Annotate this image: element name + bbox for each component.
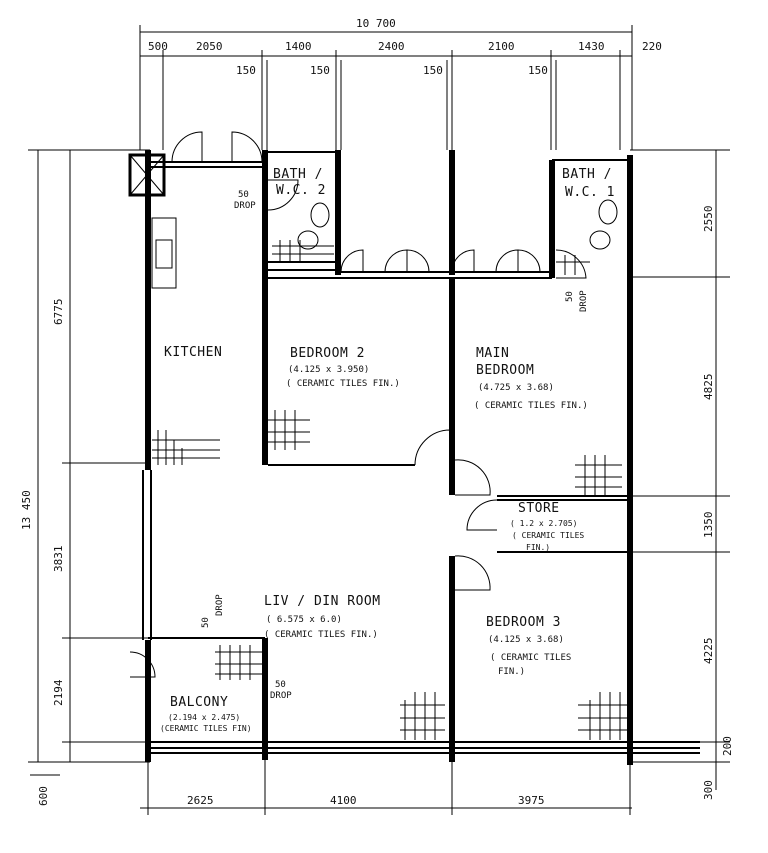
dim-top-inner-1: 150 [236,64,256,77]
dim-top-3: 1400 [285,40,312,53]
kitchen-label: KITCHEN [164,345,222,360]
bath2-drop-value: 50 [238,190,249,200]
dim-top-6: 1430 [578,40,605,53]
dim-overall-height: 13 450 [20,490,33,530]
dim-bottom-2: 4100 [330,794,357,807]
tile-hatching [152,240,628,740]
dim-right-1: 2550 [702,206,715,233]
dim-right-6: 300 [702,780,715,800]
balcony-finish: (CERAMIC TILES FIN) [160,724,252,733]
dim-left-2: 3831 [52,546,65,573]
dim-top-inner-2: 150 [310,64,330,77]
living-finish: ( CERAMIC TILES FIN.) [264,630,378,640]
walls [142,150,700,765]
sink-icon [151,217,177,289]
refuse-chute-icon [128,153,166,197]
bath1-label-line2: W.C. 1 [565,185,615,200]
bedroom2-size: (4.125 x 3.950) [288,365,369,375]
dim-right-3: 1350 [702,512,715,539]
bedroom3-finish-line2: FIN.) [498,667,525,677]
bath2-drop-word: DROP [234,201,256,211]
living-label: LIV / DIN ROOM [264,594,381,609]
dim-top-inner-4: 150 [528,64,548,77]
dim-top-inner-3: 150 [423,64,443,77]
dim-top-1: 500 [148,40,168,53]
dim-left-3: 2194 [52,679,65,706]
balcony-size: (2.194 x 2.475) [168,713,240,722]
room-labels: BATH / W.C. 2 50 DROP BATH / W.C. 1 50 D… [160,167,615,733]
store-size: ( 1.2 x 2.705) [510,519,577,528]
bedroom2-label: BEDROOM 2 [290,346,365,361]
bedroom3-size: (4.125 x 3.68) [488,635,564,645]
dim-bottom-3: 3975 [518,794,545,807]
dim-top-7: 220 [642,40,662,53]
dim-right-2: 4825 [702,374,715,401]
dim-right-4: 4225 [702,638,715,665]
main-bedroom-finish: ( CERAMIC TILES FIN.) [474,401,588,411]
bath1-label-line1: BATH / [562,167,612,182]
store-label: STORE [518,501,560,516]
bedroom2-finish: ( CERAMIC TILES FIN.) [286,379,400,389]
dim-top-4: 2400 [378,40,405,53]
bedroom3-finish-line1: ( CERAMIC TILES [490,653,571,663]
dim-left-4: 600 [37,786,50,806]
living-size: ( 6.575 x 6.0) [266,615,342,625]
dim-right-5: 200 [721,736,734,756]
dim-left-1: 6775 [52,299,65,326]
balcony-drop-value: 50 [275,680,286,690]
main-bedroom-size: (4.725 x 3.68) [478,383,554,393]
balcony-label: BALCONY [170,695,228,710]
toilet-icon [310,202,330,228]
dim-bottom-1: 2625 [187,794,214,807]
main-bedroom-label-line2: BEDROOM [476,363,534,378]
dim-top-2: 2050 [196,40,223,53]
bath1-drop-value: 50 [565,291,575,302]
bedroom3-label: BEDROOM 3 [486,615,561,630]
bath2-label-line2: W.C. 2 [276,183,326,198]
dim-top-5: 2100 [488,40,515,53]
bath2-label-line1: BATH / [273,167,323,182]
doors [129,131,587,678]
store-finish-line2: FIN.) [526,543,550,552]
living-drop-word: DROP [215,594,225,616]
main-bedroom-label-line1: MAIN [476,346,509,361]
balcony-drop-word: DROP [270,691,292,701]
fixtures [128,153,618,289]
bath1-drop-word: DROP [579,290,589,312]
store-finish-line1: ( CERAMIC TILES [512,531,584,540]
toilet-icon [598,199,618,225]
dimension-labels: 10 700 500 2050 1400 2400 2100 1430 220 … [20,17,734,807]
dimension-lines [28,25,730,815]
dim-overall-width: 10 700 [356,17,396,30]
living-drop-value: 50 [201,617,211,628]
